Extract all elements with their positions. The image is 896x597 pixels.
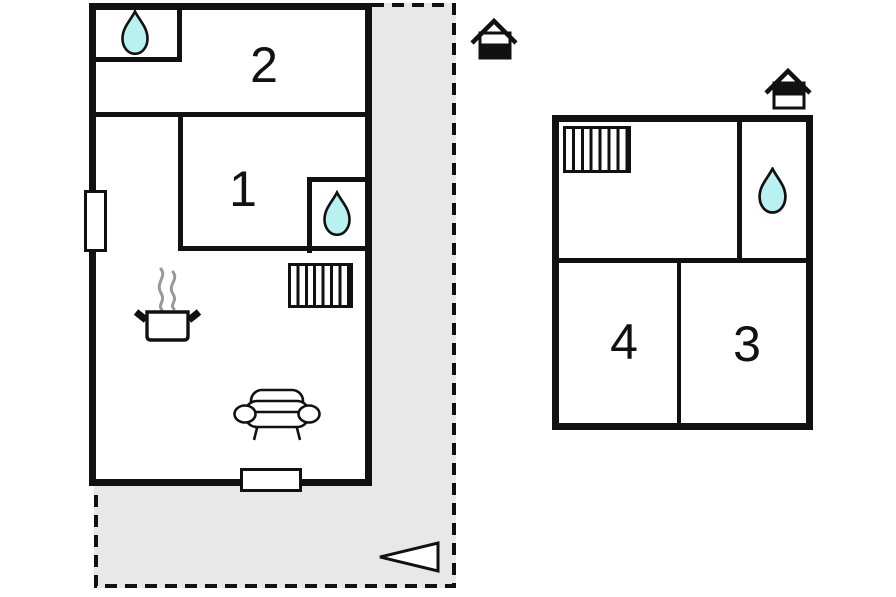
ground-floor-plan: 2 1 xyxy=(84,3,372,492)
wall xyxy=(96,57,182,62)
wall xyxy=(177,10,182,62)
wall xyxy=(307,177,365,182)
water-drop-icon xyxy=(323,190,351,237)
wall xyxy=(307,177,312,253)
wall xyxy=(178,246,365,251)
wall xyxy=(737,122,742,263)
stairs-icon xyxy=(563,126,631,173)
wall xyxy=(96,112,365,117)
wall xyxy=(178,117,183,251)
room-label-1: 1 xyxy=(229,161,257,217)
stove-pot-icon xyxy=(133,267,202,342)
sofa-icon xyxy=(233,388,321,441)
house-ground-floor-icon xyxy=(470,17,518,60)
room-label-2: 2 xyxy=(250,37,278,93)
wall xyxy=(677,263,681,423)
upper-floor-plan: 4 3 xyxy=(552,115,813,430)
house-upper-floor-icon xyxy=(764,67,812,110)
window-marker xyxy=(84,190,107,252)
room-label-4: 4 xyxy=(610,314,638,370)
steam-icon xyxy=(157,267,165,312)
room-label-3: 3 xyxy=(733,316,761,372)
door-marker xyxy=(240,468,302,492)
steam-icon xyxy=(169,270,177,311)
water-drop-icon xyxy=(121,10,149,56)
terrace-area xyxy=(372,3,456,588)
stairs-icon xyxy=(288,263,353,308)
wall xyxy=(559,258,806,263)
terrace-area xyxy=(94,486,372,588)
water-drop-icon xyxy=(758,167,787,214)
